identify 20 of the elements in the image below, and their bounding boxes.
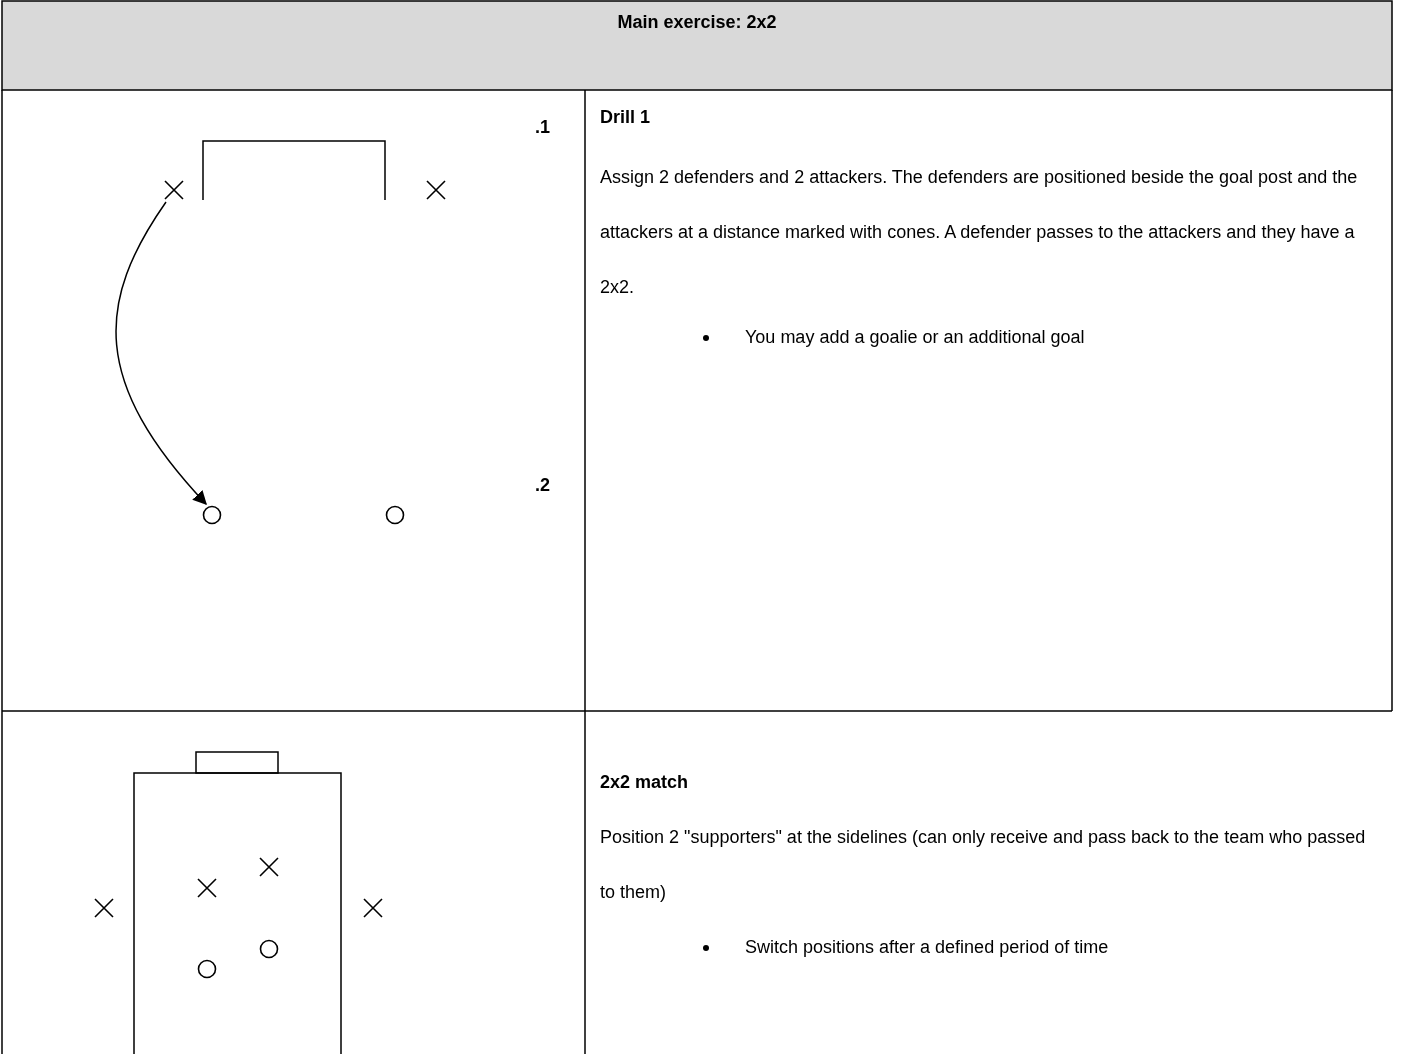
player-circle	[258, 938, 280, 960]
bullet-point: You may add a goalie or an additional goal	[745, 326, 1086, 349]
player-circle	[384, 504, 406, 526]
drill-description: Position 2 "supporters" at the sidelines (can only receive and pass back to the team who passed to them)	[600, 826, 1367, 904]
table-heading: Main exercise: 2x2	[616, 12, 778, 33]
player-cross	[93, 897, 115, 919]
bullet-point: Switch positions after a defined period of time	[745, 936, 1110, 959]
player-cross	[425, 179, 447, 201]
step-number: .1	[535, 116, 551, 139]
player-cross	[196, 877, 218, 899]
drill-heading: Drill 1	[600, 106, 652, 129]
drill-description: Assign 2 defenders and 2 attackers. The defenders are positioned beside the goal post and the attackers at a distance marked with cones. A defender passes to the attackers and they have a 2x2.	[600, 166, 1359, 299]
step-number: .2	[535, 474, 551, 497]
player-cross	[258, 856, 280, 878]
player-circle	[201, 504, 223, 526]
player-circle	[196, 958, 218, 980]
player-cross	[362, 897, 384, 919]
pass-arrow	[115, 201, 207, 506]
player-cross	[163, 179, 185, 201]
drill-heading: 2x2 match	[600, 771, 690, 794]
